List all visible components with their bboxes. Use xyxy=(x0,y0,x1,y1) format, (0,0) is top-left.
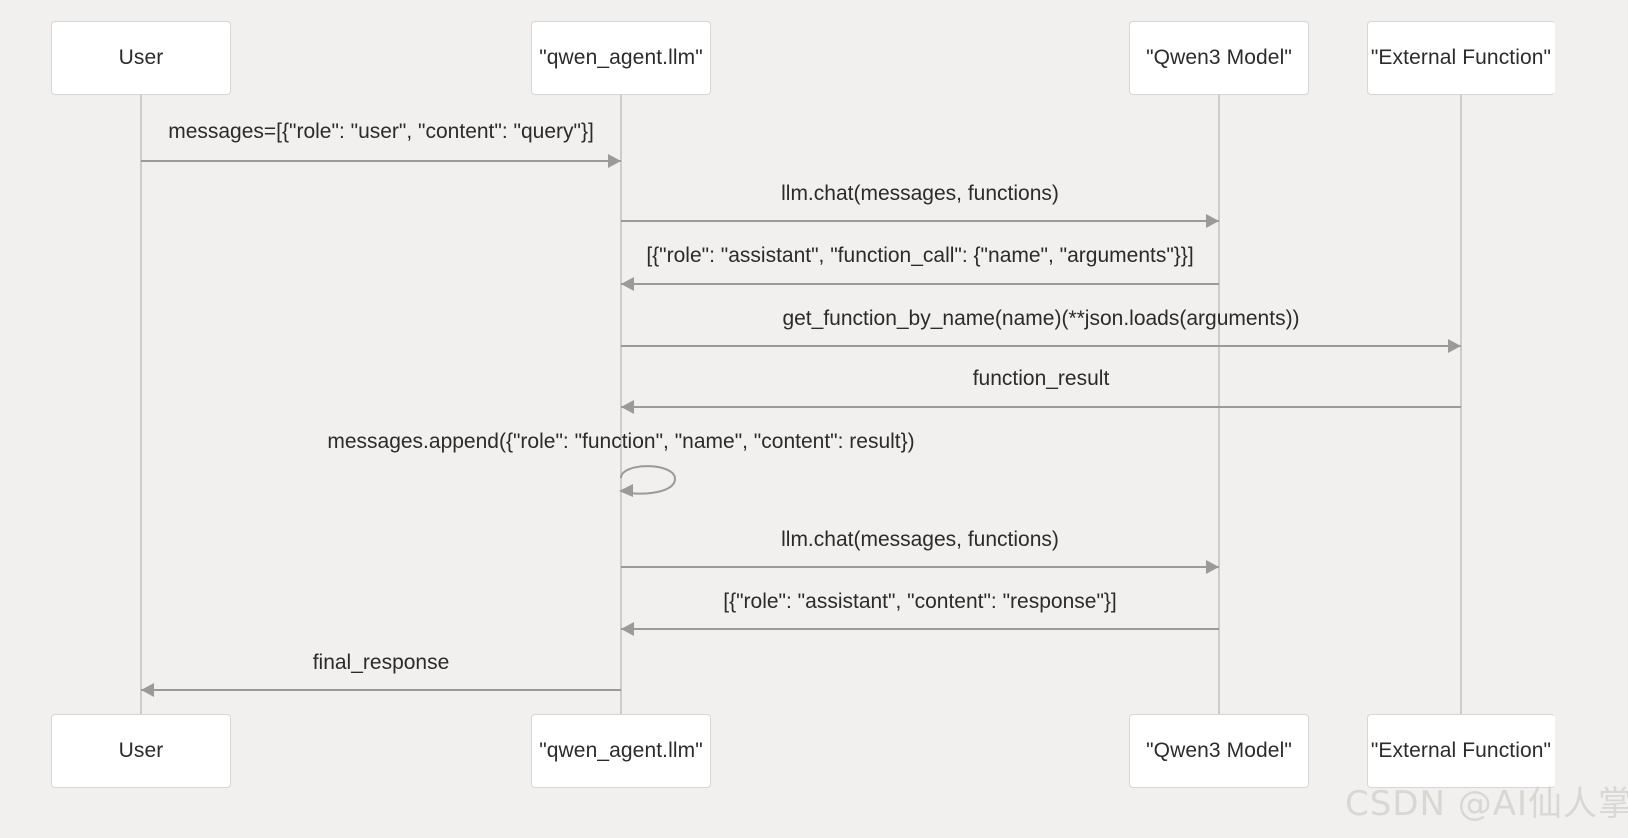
message-label-2: llm.chat(messages, functions) xyxy=(781,182,1059,205)
message-line-4 xyxy=(621,345,1461,347)
message-line-5 xyxy=(621,406,1461,408)
participant-box-bottom-user[interactable]: User xyxy=(51,714,231,788)
participant-box-top-user[interactable]: User xyxy=(51,21,231,95)
message-arrowhead-4 xyxy=(1448,339,1461,353)
message-line-7 xyxy=(621,566,1219,568)
self-message-loop-6 xyxy=(617,458,687,513)
participant-box-bottom-llm[interactable]: "qwen_agent.llm" xyxy=(531,714,711,788)
message-arrowhead-1 xyxy=(608,154,621,168)
message-label-1: messages=[{"role": "user", "content": "q… xyxy=(168,120,594,143)
participant-label-llm: "qwen_agent.llm" xyxy=(539,739,703,762)
lifeline-function xyxy=(1460,95,1462,714)
participant-label-model: "Qwen3 Model" xyxy=(1146,46,1292,69)
participant-label-function: "External Function" xyxy=(1370,739,1552,762)
message-label-3: [{"role": "assistant", "function_call": … xyxy=(646,244,1194,267)
csdn-watermark: CSDN @AI仙人掌 xyxy=(1345,784,1628,824)
participant-label-user: User xyxy=(118,46,164,69)
message-label-7: llm.chat(messages, functions) xyxy=(781,528,1059,551)
message-label-6: messages.append({"role": "function", "na… xyxy=(327,430,915,453)
lifeline-model xyxy=(1218,95,1220,714)
participant-box-bottom-function[interactable]: "External Function" xyxy=(1367,714,1555,788)
participant-label-user: User xyxy=(118,739,164,762)
participant-box-top-llm[interactable]: "qwen_agent.llm" xyxy=(531,21,711,95)
message-label-8: [{"role": "assistant", "content": "respo… xyxy=(723,590,1117,613)
message-line-1 xyxy=(141,160,621,162)
participant-label-llm: "qwen_agent.llm" xyxy=(539,46,703,69)
participant-box-top-function[interactable]: "External Function" xyxy=(1367,21,1555,95)
message-line-8 xyxy=(621,628,1219,630)
message-label-5: function_result xyxy=(972,367,1110,390)
message-label-4: get_function_by_name(name)(**json.loads(… xyxy=(782,307,1300,330)
message-line-3 xyxy=(621,283,1219,285)
participant-label-function: "External Function" xyxy=(1370,46,1552,69)
message-arrowhead-2 xyxy=(1206,214,1219,228)
message-arrowhead-5 xyxy=(621,400,634,414)
participant-box-bottom-model[interactable]: "Qwen3 Model" xyxy=(1129,714,1309,788)
participant-box-top-model[interactable]: "Qwen3 Model" xyxy=(1129,21,1309,95)
message-label-9: final_response xyxy=(312,651,450,674)
message-line-2 xyxy=(621,220,1219,222)
message-arrowhead-7 xyxy=(1206,560,1219,574)
message-arrowhead-9 xyxy=(141,683,154,697)
lifeline-user xyxy=(140,95,142,714)
message-arrowhead-8 xyxy=(621,622,634,636)
message-arrowhead-3 xyxy=(621,277,634,291)
message-line-9 xyxy=(141,689,621,691)
participant-label-model: "Qwen3 Model" xyxy=(1146,739,1292,762)
